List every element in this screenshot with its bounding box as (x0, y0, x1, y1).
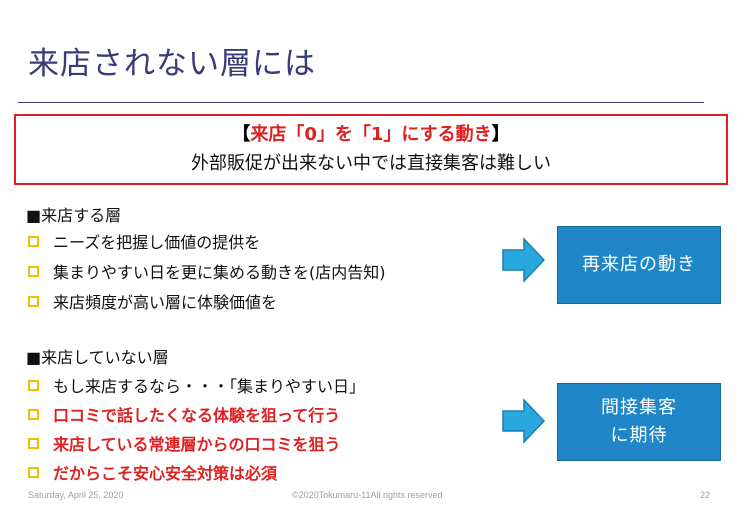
arrow-right-icon (502, 398, 546, 444)
callout-box: 【来店「0」を「1」にする動き】 外部販促が出来ない中では直接集客は難しい (14, 114, 728, 185)
bullet-square-icon (28, 296, 39, 307)
callout-bracket-close: 】 (491, 124, 510, 145)
list-item: 集まりやすい日を更に集める動きを(店内告知) (28, 262, 386, 284)
list-item: 口コミで話したくなる体験を狙って行う (28, 405, 340, 427)
list-item: 来店している常連層からの口コミを狙う (28, 434, 341, 456)
panel-line: 間接集客 (601, 397, 677, 418)
section1-heading: ■来店する層 (26, 206, 122, 225)
list-item: もし来店するなら・・・「集まりやすい日」 (28, 376, 365, 398)
callout-bracket-open: 【 (232, 124, 251, 145)
callout-subtitle: 外部販促が出来ない中では直接集客は難しい (191, 153, 551, 174)
arrow-right-icon (502, 237, 546, 283)
panel-line: に期待 (610, 425, 668, 446)
bullet-square-icon (28, 438, 39, 449)
list-item-text: 口コミで話したくなる体験を狙って行う (53, 406, 341, 425)
bullet-square-icon (28, 236, 39, 247)
panel-revisit: 再来店の動き (557, 226, 721, 304)
footer-copyright: ©2020Tokumaru-11All rights reserved (292, 490, 443, 500)
list-item: ニーズを把握し価値の提供を (28, 232, 260, 254)
footer-date: Saturday, April 25, 2020 (28, 490, 124, 500)
title-rule (18, 102, 704, 103)
footer-page-number: 22 (700, 490, 711, 500)
bullet-square-icon (28, 266, 39, 277)
callout-heading: 【来店「0」を「1」にする動き】 (16, 122, 726, 148)
list-item: 来店頻度が高い層に体験価値を (28, 292, 277, 314)
panel-indirect: 間接集客 に期待 (557, 383, 721, 461)
callout-heading-text: 来店「0」を「1」にする動き (250, 124, 492, 145)
bullet-square-icon (28, 380, 39, 391)
list-item-text: もし来店するなら・・・「集まりやすい日」 (53, 377, 366, 396)
list-item-text: ニーズを把握し価値の提供を (53, 233, 261, 252)
list-item-text: 集まりやすい日を更に集める動きを(店内告知) (53, 263, 386, 282)
section2-heading: ■来店していない層 (26, 348, 169, 367)
list-item-text: 来店している常連層からの口コミを狙う (53, 435, 341, 454)
list-item-text: だからこそ安心安全対策は必須 (53, 464, 278, 483)
panel-line: 再来店の動き (582, 254, 696, 275)
list-item: だからこそ安心安全対策は必須 (28, 463, 277, 485)
bullet-square-icon (28, 467, 39, 478)
slide-title: 来店されない層には (28, 46, 316, 82)
bullet-square-icon (28, 409, 39, 420)
list-item-text: 来店頻度が高い層に体験価値を (53, 293, 278, 312)
